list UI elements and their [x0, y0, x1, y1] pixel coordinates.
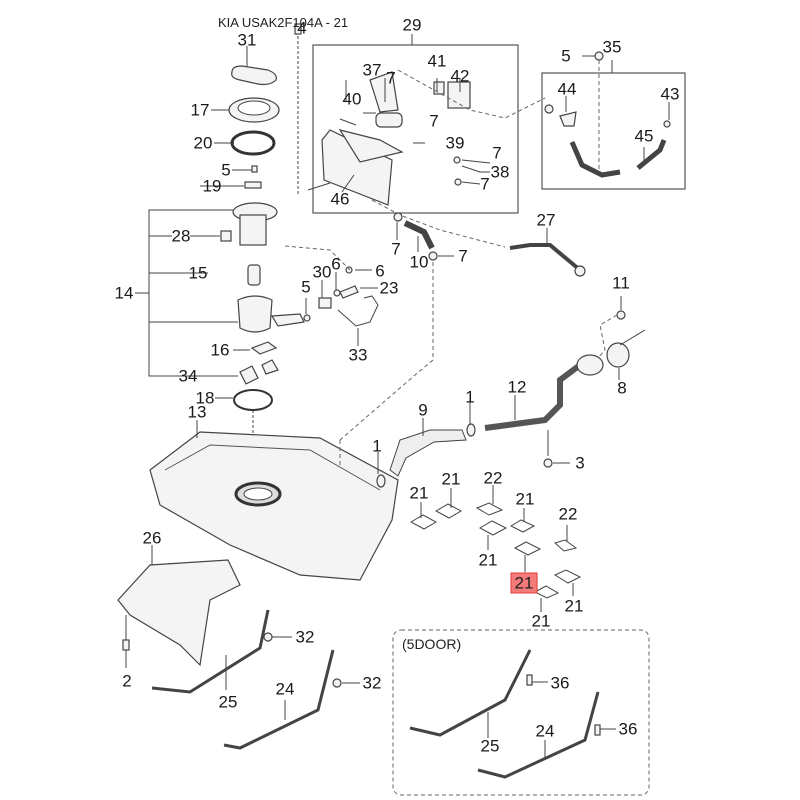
callout-8[interactable]: 8: [617, 378, 627, 398]
callout-12[interactable]: 12: [507, 377, 527, 397]
ring-part-20: [214, 130, 276, 156]
callout-29[interactable]: 29: [402, 15, 422, 35]
filler-hose-part-9: [376, 402, 570, 488]
callout-7[interactable]: 7: [429, 111, 439, 131]
callout-24[interactable]: 24: [535, 721, 555, 741]
vent-hose-group-part-35: [544, 51, 671, 178]
fuel-pump-assembly-part-14: [232, 202, 305, 385]
gasket-part-18: [233, 389, 273, 411]
gasket-part-17: [211, 97, 280, 123]
callout-5[interactable]: 5: [221, 160, 231, 180]
pads-parts-21-22: [409, 502, 582, 599]
callout-46[interactable]: 46: [330, 189, 350, 209]
callout-6[interactable]: 6: [375, 261, 385, 281]
callout-3[interactable]: 3: [575, 453, 585, 473]
callout-14[interactable]: 14: [114, 283, 134, 303]
callout-7[interactable]: 7: [391, 239, 401, 259]
callout-30[interactable]: 30: [312, 262, 332, 282]
callout-22[interactable]: 22: [558, 504, 578, 524]
callout-15[interactable]: 15: [188, 263, 208, 283]
callout-10[interactable]: 10: [409, 252, 429, 272]
callout-36[interactable]: 36: [550, 673, 570, 693]
callout-32[interactable]: 32: [295, 627, 315, 647]
callout-38[interactable]: 38: [490, 162, 510, 182]
callout-21-highlighted[interactable]: 21: [510, 572, 538, 594]
bolt-part-4: [294, 23, 302, 195]
callout-21[interactable]: 21: [441, 469, 461, 489]
callout-5[interactable]: 5: [301, 277, 311, 297]
callout-16[interactable]: 16: [210, 340, 230, 360]
callout-37[interactable]: 37: [362, 60, 382, 80]
fuel-tank-part-13: [149, 420, 399, 581]
callout-24[interactable]: 24: [275, 679, 295, 699]
callout-23[interactable]: 23: [379, 278, 399, 298]
5door-variant-label: (5DOOR): [402, 636, 462, 652]
evap-canister-group-box: [312, 44, 519, 214]
callout-18[interactable]: 18: [195, 388, 215, 408]
callout-32[interactable]: 32: [362, 673, 382, 693]
vapor-pipe-part-27: [371, 199, 586, 277]
callout-36[interactable]: 36: [618, 719, 638, 739]
hose-part-10: [339, 212, 454, 468]
sensor-parts-30-33-23: [284, 245, 379, 327]
callout-21[interactable]: 21: [515, 489, 535, 509]
tank-strap-parts: [151, 609, 600, 779]
callout-21[interactable]: 21: [564, 596, 584, 616]
filler-neck-part-12: [484, 296, 646, 431]
callout-5[interactable]: 5: [561, 46, 571, 66]
callout-31[interactable]: 31: [237, 30, 257, 50]
callout-43[interactable]: 43: [660, 84, 680, 104]
callout-41[interactable]: 41: [427, 51, 447, 71]
heat-shield-part-26: [117, 545, 241, 668]
callout-6[interactable]: 6: [331, 254, 341, 274]
callout-7[interactable]: 7: [386, 68, 396, 88]
callout-20[interactable]: 20: [193, 133, 213, 153]
callout-35[interactable]: 35: [602, 37, 622, 57]
callout-27[interactable]: 27: [536, 210, 556, 230]
callout-45[interactable]: 45: [634, 126, 654, 146]
callout-1[interactable]: 1: [465, 387, 475, 407]
evap-canister-part-46: [307, 71, 471, 206]
callout-44[interactable]: 44: [557, 79, 577, 99]
callout-28[interactable]: 28: [171, 226, 191, 246]
callout-13[interactable]: 13: [187, 402, 207, 422]
callout-19[interactable]: 19: [202, 176, 222, 196]
callout-25[interactable]: 25: [218, 692, 238, 712]
callout-11[interactable]: 11: [612, 273, 630, 293]
5door-variant-box: [392, 629, 650, 796]
callout-25[interactable]: 25: [480, 736, 500, 756]
callout-2[interactable]: 2: [122, 671, 132, 691]
callout-22[interactable]: 22: [483, 468, 503, 488]
callout-42[interactable]: 42: [450, 66, 470, 86]
callout-1[interactable]: 1: [372, 436, 382, 456]
callout-17[interactable]: 17: [190, 100, 210, 120]
callout-9[interactable]: 9: [418, 400, 428, 420]
callout-39[interactable]: 39: [445, 133, 465, 153]
callout-7[interactable]: 7: [492, 143, 502, 163]
callout-21[interactable]: 21: [531, 611, 551, 631]
cover-part-31: [231, 46, 277, 86]
diagram-title: KIA USAK2F104A - 21: [218, 15, 349, 30]
callout-7[interactable]: 7: [458, 246, 468, 266]
filler-vent-hose-group-box: [541, 72, 686, 190]
callout-7[interactable]: 7: [480, 174, 490, 194]
callout-33[interactable]: 33: [348, 345, 368, 365]
callout-26[interactable]: 26: [142, 528, 162, 548]
callout-21[interactable]: 21: [478, 550, 498, 570]
callout-4[interactable]: 4: [297, 18, 307, 38]
callout-40[interactable]: 40: [342, 89, 362, 109]
callout-21[interactable]: 21: [409, 483, 429, 503]
callout-34[interactable]: 34: [178, 366, 198, 386]
